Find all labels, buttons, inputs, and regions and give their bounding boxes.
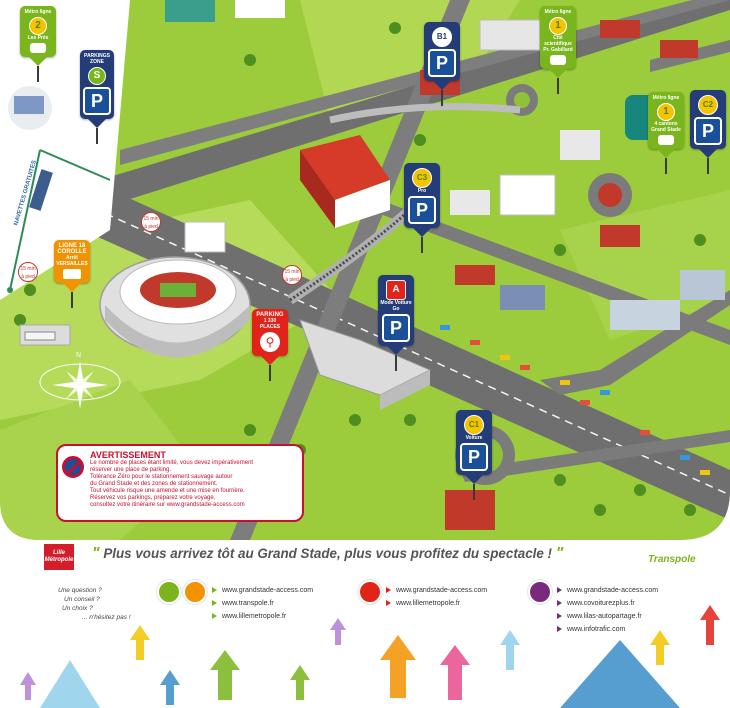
parking-a-pin[interactable]: A Mode Voiture Go P	[378, 275, 414, 371]
web-link[interactable]: www.infotrafic.com	[557, 623, 658, 636]
parking-c3-sub: Pro	[417, 188, 427, 194]
parking-b1-letter: P	[428, 49, 456, 77]
walking-time-badge-left: 15 min à pied	[18, 262, 38, 282]
links-group-bike: www.grandstade-access.com www.lillemetro…	[386, 584, 487, 610]
web-link[interactable]: www.lillemetropole.fr	[212, 610, 313, 623]
parking-c2-letter: P	[694, 117, 722, 145]
warning-title: AVERTISSEMENT	[90, 450, 166, 460]
parking-zone-mid-label: ZONE	[90, 59, 104, 65]
warning-line: consultez votre itinéraire sur www.grand…	[90, 502, 245, 508]
parking-c1-sub: Voiture	[465, 435, 483, 441]
warning-line: Réservez vos parkings, préparez votre vo…	[90, 495, 216, 501]
metro-icon	[658, 135, 674, 145]
slogan: " Plus vous arrivez tôt au Grand Stade, …	[92, 545, 564, 562]
parking-c2-pin[interactable]: C2 P	[690, 90, 726, 174]
metro-2-top-label: Métro ligne	[24, 9, 52, 15]
metro-line-2-pin[interactable]: Métro ligne 2 Les Prés	[20, 6, 56, 82]
parking-c2-code: C2	[698, 95, 718, 115]
parking-a-letter: P	[382, 314, 410, 342]
parking-a-code: A	[386, 280, 406, 300]
web-link[interactable]: www.grandstade-access.com	[557, 584, 658, 597]
walking-time-mid-sub: à pied	[144, 224, 158, 230]
parking-zone-letter: S	[88, 67, 106, 85]
no-parking-icon	[62, 456, 84, 478]
bus-icon	[183, 580, 207, 604]
warning-line: Tolérance Zéro pour le stationnement sau…	[90, 474, 233, 480]
bus-stop-label: Arrêt	[66, 255, 78, 261]
warning-box: AVERTISSEMENT Le nombre de places étant …	[56, 444, 304, 522]
logo-line-2: Métropole	[44, 557, 74, 563]
links-group-transit: www.grandstade-access.com www.transpole.…	[212, 584, 313, 623]
metro-1-cite-top-label: Métro ligne	[544, 9, 572, 15]
lille-metropole-logo: Lille Métropole	[44, 544, 74, 570]
parking-zone-s-pin[interactable]: PARKINGS ZONE S P	[80, 50, 114, 144]
question-line: Un conseil ?	[64, 596, 100, 603]
bike-parking-pin[interactable]: PARKING 1 330 PLACES ⚲	[252, 309, 288, 381]
parking-c1-pin[interactable]: C1 Voiture P	[456, 410, 492, 500]
parking-c3-code: C3	[412, 168, 432, 188]
question-block: Une question ? Un conseil ? Un choix ? .…	[58, 586, 131, 622]
metro-2-number: 2	[29, 17, 47, 35]
bike-parking-places: 1 330 PLACES	[259, 318, 281, 330]
web-link[interactable]: www.covoiturezplus.fr	[557, 597, 658, 610]
metro-1-cite-number: 1	[549, 17, 567, 35]
metro-2-station: Les Prés	[27, 35, 49, 41]
question-line: Un choix ?	[62, 605, 93, 612]
car-icon	[528, 580, 552, 604]
parking-c1-code: C1	[464, 415, 484, 435]
walking-time-mid: 15 min	[143, 216, 159, 222]
parking-c3-pin[interactable]: C3 Pro P	[404, 163, 440, 253]
warning-line: Tout véhicule risque une amende et une m…	[90, 488, 245, 494]
metro-1-4cantons-number: 1	[657, 103, 675, 121]
bike-icon	[358, 580, 382, 604]
parking-c3-letter: P	[408, 196, 436, 224]
parking-letter: P	[83, 87, 111, 115]
metro-1-4cantons-top-label: Métro ligne	[652, 95, 680, 101]
parking-b1-code: B1	[432, 27, 452, 47]
metro-icon	[157, 580, 181, 604]
warning-line: du Grand Stade et des zones de stationne…	[90, 481, 218, 487]
bus-line-name: COROLLE	[57, 249, 87, 255]
bus-icon	[63, 269, 81, 279]
metro-icon	[30, 43, 46, 53]
bus-line-18-pin[interactable]: LIGNE 18 COROLLE Arrêt VERSAILLES	[54, 240, 90, 308]
question-line: ... n'hésitez pas !	[82, 614, 131, 621]
walking-time-badge-mid: 15 min à pied	[141, 212, 161, 232]
walking-time-center: 15 min	[284, 269, 300, 275]
web-link[interactable]: www.grandstade-access.com	[386, 584, 487, 597]
compass-north-label: N	[76, 352, 82, 359]
transpole-logo: Transpole	[648, 554, 696, 565]
metro-icon	[550, 55, 566, 65]
walking-time-badge-center: 15 min à pied	[282, 265, 302, 285]
parking-b1-pin[interactable]: B1 P	[424, 22, 460, 106]
logo-line-1: Lille	[52, 550, 65, 556]
warning-line: Le nombre de places étant limité, vous d…	[90, 460, 254, 466]
web-link[interactable]: www.lilas-autopartage.fr	[557, 610, 658, 623]
walking-time-center-sub: à pied	[285, 277, 299, 283]
web-link[interactable]: www.transpole.fr	[212, 597, 313, 610]
question-line: Une question ?	[58, 587, 102, 594]
bus-line-label: LIGNE 18	[58, 243, 86, 249]
web-link[interactable]: www.lillemetropole.fr	[386, 597, 487, 610]
parking-c1-letter: P	[460, 443, 488, 471]
metro-line-1-4cantons-pin[interactable]: Métro ligne 1 4 cantons Grand Stade	[648, 92, 684, 174]
parking-a-sub: Mode Voiture Go	[380, 300, 412, 312]
metro-line-1-cite-pin[interactable]: Métro ligne 1 Cité scientifique Pr. Gabi…	[540, 6, 576, 94]
decorative-arrows	[20, 605, 720, 708]
web-link[interactable]: www.grandstade-access.com	[212, 584, 313, 597]
bike-icon: ⚲	[260, 332, 280, 352]
metro-1-4cantons-station: 4 cantons Grand Stade	[651, 121, 681, 133]
bike-parking-label: PARKING	[256, 312, 284, 318]
warning-line: réserver une place de parking.	[90, 467, 172, 473]
bus-stop-name: VERSAILLES	[56, 261, 88, 267]
slogan-text: Plus vous arrivez tôt au Grand Stade, pl…	[103, 546, 553, 561]
links-group-car: www.grandstade-access.com www.covoiturez…	[557, 584, 658, 636]
walking-time-left: 15 min	[20, 266, 36, 272]
walking-time-left-sub: à pied	[21, 274, 35, 280]
metro-1-cite-station: Cité scientifique Pr. Gabillard	[543, 35, 573, 53]
parking-zone-top-label: PARKINGS	[83, 53, 111, 59]
